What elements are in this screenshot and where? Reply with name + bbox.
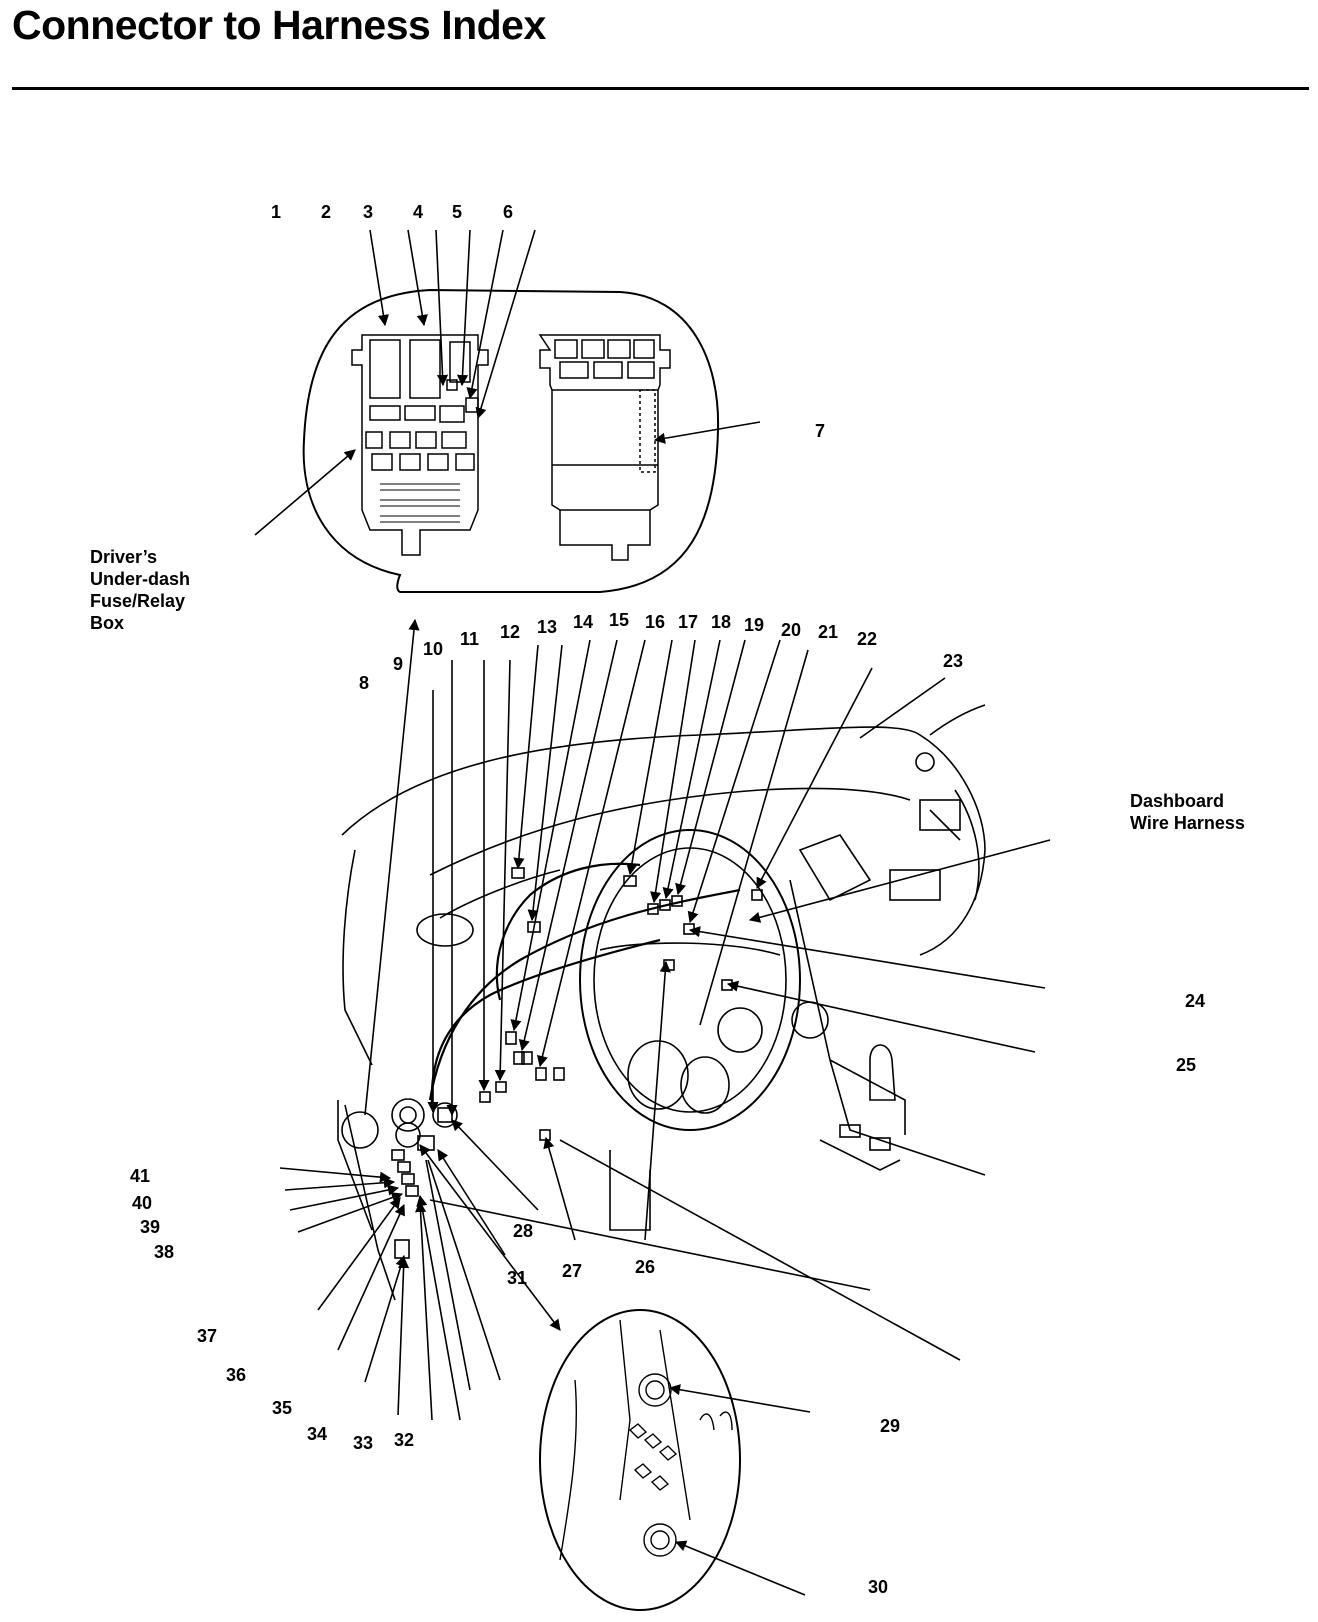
callout-label: 37 bbox=[197, 1326, 218, 1346]
callout-label: 9 bbox=[393, 654, 404, 674]
callout-label: 7 bbox=[815, 421, 826, 441]
callout-label: 39 bbox=[140, 1217, 161, 1237]
fuse-box-caption: Driver’s Under-dash Fuse/Relay Box bbox=[90, 546, 190, 634]
callout-label: 20 bbox=[781, 620, 802, 640]
callout-label: 19 bbox=[744, 615, 765, 635]
callout-label: 24 bbox=[1185, 991, 1206, 1011]
callout-label: 17 bbox=[678, 612, 699, 632]
callout-label: 14 bbox=[573, 612, 594, 632]
callout-label: 10 bbox=[423, 639, 444, 659]
callout-label: 18 bbox=[711, 612, 732, 632]
kick-panel-detail-contents bbox=[559, 1319, 733, 1561]
callout-label: 27 bbox=[562, 1261, 583, 1281]
callout-label: 25 bbox=[1176, 1055, 1197, 1075]
callout-label: 31 bbox=[507, 1268, 528, 1288]
callout-label: 23 bbox=[943, 651, 964, 671]
callout-label: 13 bbox=[537, 617, 558, 637]
callout-label: 38 bbox=[154, 1242, 175, 1262]
callout-label: 3 bbox=[363, 202, 374, 222]
fuse-box-detail bbox=[302, 288, 720, 593]
callout-label: 26 bbox=[635, 1257, 656, 1277]
dashboard-caption-line: Dashboard bbox=[1130, 791, 1225, 811]
callout-label: 32 bbox=[394, 1430, 415, 1450]
callout-label: 6 bbox=[503, 202, 514, 222]
leader-lines bbox=[254, 229, 1051, 1596]
callout-label: 12 bbox=[500, 622, 521, 642]
callout-label: 29 bbox=[880, 1416, 901, 1436]
callout-label: 8 bbox=[359, 673, 370, 693]
dashboard-outline bbox=[337, 704, 986, 1361]
callout-label: 33 bbox=[353, 1433, 374, 1453]
fuse-box-caption-line: Under-dash bbox=[90, 569, 191, 589]
dashboard-harness-caption: Dashboard Wire Harness bbox=[1130, 790, 1245, 834]
callout-label: 41 bbox=[130, 1166, 151, 1186]
callout-label: 40 bbox=[132, 1193, 153, 1213]
dashboard-caption-line: Wire Harness bbox=[1130, 813, 1245, 833]
fuse-box-caption-line: Fuse/Relay bbox=[90, 591, 186, 611]
callout-label: 1 bbox=[271, 202, 282, 222]
callout-label: 2 bbox=[321, 202, 332, 222]
callout-label: 16 bbox=[645, 612, 666, 632]
callout-label: 4 bbox=[413, 202, 424, 222]
fuse-box-caption-line: Box bbox=[90, 613, 125, 633]
callout-label: 21 bbox=[818, 622, 839, 642]
dash-connectors bbox=[479, 867, 763, 1141]
fuse-box-caption-line: Driver’s bbox=[90, 547, 158, 567]
callout-label: 35 bbox=[272, 1398, 293, 1418]
callout-label: 34 bbox=[307, 1424, 328, 1444]
fuse-box-rear bbox=[538, 334, 671, 561]
page-title: Connector to Harness Index bbox=[12, 2, 546, 48]
callout-label: 28 bbox=[513, 1221, 534, 1241]
callout-label: 30 bbox=[868, 1577, 889, 1597]
callout-label: 15 bbox=[609, 610, 630, 630]
callout-label: 36 bbox=[226, 1365, 247, 1385]
callout-label: 5 bbox=[452, 202, 463, 222]
kick-panel-detail bbox=[539, 1309, 741, 1611]
fuse-box-front bbox=[351, 334, 489, 556]
title-divider bbox=[12, 87, 1309, 90]
callout-label: 11 bbox=[460, 629, 480, 649]
callout-label: 22 bbox=[857, 629, 878, 649]
